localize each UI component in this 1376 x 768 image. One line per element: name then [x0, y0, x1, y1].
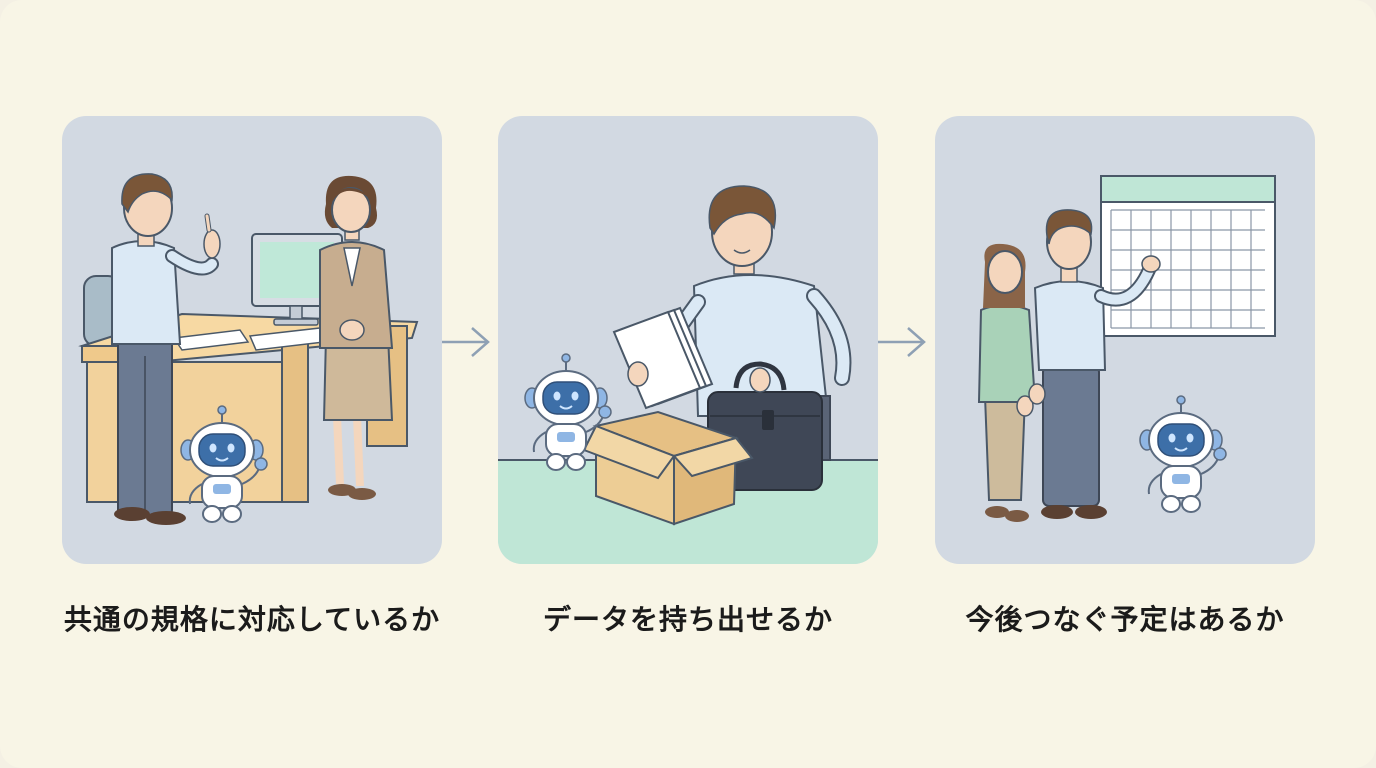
- woman-figure: [977, 243, 1037, 522]
- document-stack: [612, 306, 714, 410]
- arrow-right-icon: [442, 327, 490, 357]
- desk: [78, 312, 419, 503]
- step-caption-export: データを持ち出せるか: [542, 603, 833, 636]
- illustration-panel-future-plans: [935, 116, 1315, 564]
- man-figure: [111, 173, 221, 525]
- step-caption-future-plans: 今後つなぐ予定はあるか: [965, 603, 1285, 636]
- illustration-panel-export: [498, 116, 878, 564]
- calendar-icon: [1100, 175, 1276, 337]
- robot-icon: [1139, 395, 1227, 513]
- arrow-right-icon: [878, 327, 926, 357]
- illustration-panel-standards: [62, 116, 442, 564]
- step-caption-standards: 共通の規格に対応しているか: [63, 603, 441, 636]
- woman-figure: [319, 175, 394, 500]
- box-icon: [582, 410, 754, 526]
- paper: [172, 329, 250, 351]
- man-figure: [1028, 209, 1161, 519]
